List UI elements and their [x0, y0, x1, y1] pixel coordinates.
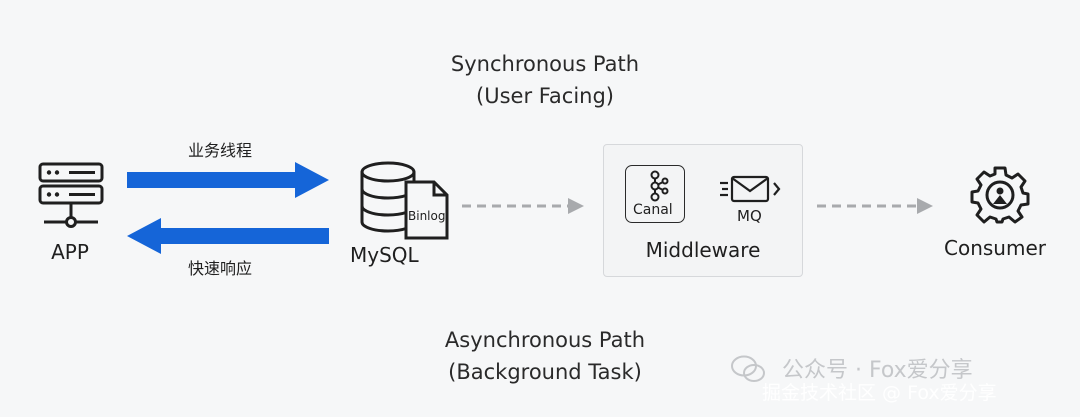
response-arrow-label: 快速响应: [188, 259, 253, 278]
server-icon: [38, 162, 104, 228]
response-arrow: [127, 218, 329, 254]
watermark-juejin: 掘金技术社区 @ Fox爱分享: [762, 382, 997, 404]
async-flow-arrow-1: [462, 198, 584, 214]
database-icon: [360, 161, 449, 240]
async-path-subtitle: (Background Task): [448, 360, 642, 384]
canal-icon: [650, 170, 669, 202]
consumer-label: Consumer: [944, 236, 1046, 260]
async-path-title: Asynchronous Path: [444, 328, 646, 352]
watermark-wechat: 公众号 · Fox爱分享: [782, 358, 973, 383]
gear-worker-icon: [970, 166, 1030, 224]
wechat-icon: [731, 355, 765, 382]
mail-icon: [720, 175, 781, 203]
async-path-caption: Asynchronous Path (Background Task): [415, 324, 675, 388]
app-label: APP: [51, 240, 89, 264]
canal-label: Canal: [633, 202, 673, 218]
request-arrow-label: 业务线程: [188, 141, 253, 160]
request-arrow: [127, 162, 329, 198]
mysql-label: MySQL: [350, 243, 419, 267]
mq-label: MQ: [737, 207, 762, 225]
canal-box: [625, 165, 685, 223]
middleware-label: Middleware: [645, 238, 761, 262]
binlog-label: Binlog: [408, 209, 446, 223]
sync-path-caption: Synchronous Path (User Facing): [420, 48, 670, 112]
async-flow-arrow-2: [817, 198, 933, 214]
sync-path-title: Synchronous Path: [450, 52, 640, 76]
middleware-box: [603, 144, 803, 277]
sync-path-subtitle: (User Facing): [476, 84, 614, 108]
